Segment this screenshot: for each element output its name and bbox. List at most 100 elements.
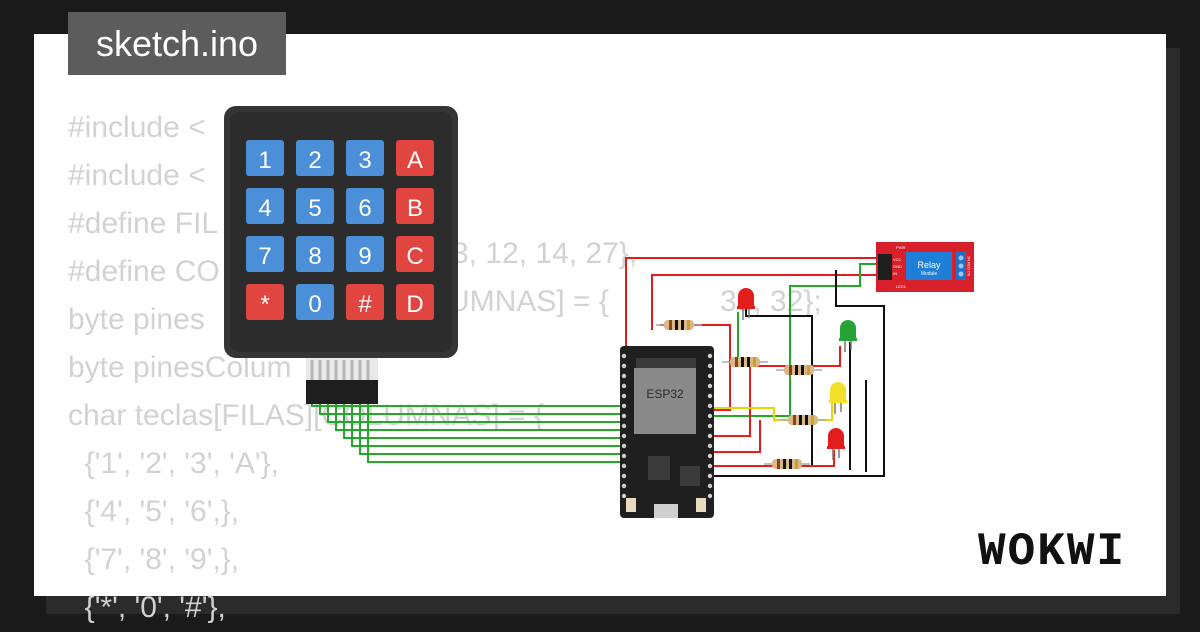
led-green[interactable] xyxy=(839,320,857,352)
esp32-pin-right xyxy=(707,423,713,429)
relay-pin-gnd: GND xyxy=(893,264,902,269)
keypad-key-label: * xyxy=(260,291,269,318)
resistors xyxy=(656,320,826,469)
keypad-key-label: 0 xyxy=(308,291,321,318)
esp32-usb-chip xyxy=(680,466,700,486)
esp32-board[interactable]: ESP32 xyxy=(620,346,714,518)
keypad-key-5[interactable]: 5 xyxy=(296,188,334,224)
relay-coil xyxy=(906,252,952,280)
esp32-pin-right xyxy=(707,443,713,449)
code-editor: #include <#include <#define FIL#define C… xyxy=(68,104,544,632)
resistor[interactable] xyxy=(780,415,826,425)
led-yellow[interactable] xyxy=(829,382,847,414)
keypad-key-1[interactable]: 1 xyxy=(246,140,284,176)
keypad-key-label: 6 xyxy=(358,195,371,222)
esp32-pin-right xyxy=(707,483,713,489)
preview-frame: #include <#include <#define FIL#define C… xyxy=(34,34,1166,624)
keypad-key-0[interactable]: 0 xyxy=(296,284,334,320)
keypad-key-2[interactable]: 2 xyxy=(296,140,334,176)
led-signal-wire xyxy=(714,450,835,467)
keypad-key-label: A xyxy=(407,147,423,174)
code-line: byte pines xyxy=(68,303,205,336)
esp32-pin-right xyxy=(707,353,713,359)
terminal-screw-icon xyxy=(958,263,964,269)
esp32-pin-right xyxy=(707,383,713,389)
esp32-pin-right xyxy=(707,453,713,459)
code-line: {'*', '0', '#'}, xyxy=(68,591,226,624)
keypad-wire xyxy=(327,404,624,423)
keypad-key-4[interactable]: 4 xyxy=(246,188,284,224)
keypad-key-label: 9 xyxy=(358,243,371,270)
esp32-pin-right xyxy=(707,473,713,479)
esp32-pin-right xyxy=(707,493,713,499)
relay-sublabel: Module xyxy=(921,271,938,277)
relay-pin-in: IN xyxy=(893,271,897,276)
keypad-wire xyxy=(311,404,624,407)
code-line: #include < xyxy=(68,159,206,192)
esp32-pin-left xyxy=(621,463,627,469)
ground-wire xyxy=(714,270,885,477)
relay-terminal-label: NO COM NC xyxy=(967,255,971,276)
keypad-key-label: 7 xyxy=(258,243,271,270)
esp32-regulator xyxy=(648,456,670,480)
boot-button-icon[interactable] xyxy=(626,498,636,512)
esp32-pin-right xyxy=(707,413,713,419)
keypad-key-label: C xyxy=(406,243,423,270)
keypad-key-#[interactable]: # xyxy=(346,284,384,320)
led-red[interactable] xyxy=(827,428,845,460)
keypad-key-9[interactable]: 9 xyxy=(346,236,384,272)
esp32-pin-left xyxy=(621,383,627,389)
keypad-key-B[interactable]: B xyxy=(396,188,434,224)
keypad-key-label: 8 xyxy=(308,243,321,270)
esp32-pin-left xyxy=(621,483,627,489)
leds xyxy=(737,288,857,460)
keypad-key-6[interactable]: 6 xyxy=(346,188,384,224)
keypad-key-label: 5 xyxy=(308,195,321,222)
keypad-key-label: 3 xyxy=(358,147,371,174)
esp32-pin-right xyxy=(707,393,713,399)
keypad-key-8[interactable]: 8 xyxy=(296,236,334,272)
relay-label: Relay xyxy=(917,260,941,270)
esp32-pin-left xyxy=(621,393,627,399)
led-red[interactable] xyxy=(737,288,755,320)
reset-button-icon[interactable] xyxy=(696,498,706,512)
led-ground-wire xyxy=(745,300,813,466)
keypad-key-label: 4 xyxy=(258,195,271,222)
keypad-connector xyxy=(306,380,378,404)
keypad-wire xyxy=(367,404,624,463)
esp32-pin-right xyxy=(707,463,713,469)
led-signal-wire xyxy=(714,420,761,453)
resistor[interactable] xyxy=(776,365,822,375)
keypad-wire xyxy=(359,404,624,455)
keypad-key-label: # xyxy=(358,291,372,318)
code-line: {'7', '8', '9',}, xyxy=(68,543,240,576)
terminal-screw-icon xyxy=(958,271,964,277)
code-line: #define FIL xyxy=(68,207,219,240)
keypad-key-A[interactable]: A xyxy=(396,140,434,176)
keypad-key-label: 1 xyxy=(258,147,271,174)
keypad-wire xyxy=(319,404,624,415)
code-fragment: 3, 12, 14, 27}, xyxy=(452,237,638,270)
esp32-pin-left xyxy=(621,423,627,429)
resistor[interactable] xyxy=(764,459,810,469)
file-tab-title[interactable]: sketch.ino xyxy=(68,12,286,75)
code-line: byte pinesColum xyxy=(68,351,292,384)
resistor[interactable] xyxy=(656,320,702,330)
esp32-pin-left xyxy=(621,493,627,499)
code-line: char teclas[FILAS][COLUMNAS] = { xyxy=(68,399,545,432)
esp32-shield xyxy=(634,368,696,434)
micro-usb-port-icon xyxy=(654,504,678,518)
relay-gnd-wire xyxy=(710,263,880,417)
keypad-key-3[interactable]: 3 xyxy=(346,140,384,176)
keypad-key-C[interactable]: C xyxy=(396,236,434,272)
keypad-key-D[interactable]: D xyxy=(396,284,434,320)
relay-module[interactable]: Relay Module VCC GND IN PWR LED1 NO COM … xyxy=(876,242,974,292)
relay-header xyxy=(878,254,892,280)
relay-in-wire xyxy=(651,274,880,330)
keypad-key-7[interactable]: 7 xyxy=(246,236,284,272)
keypad-key-*[interactable]: * xyxy=(246,284,284,320)
resistor[interactable] xyxy=(722,357,768,367)
keypad-key-label: D xyxy=(406,291,423,318)
